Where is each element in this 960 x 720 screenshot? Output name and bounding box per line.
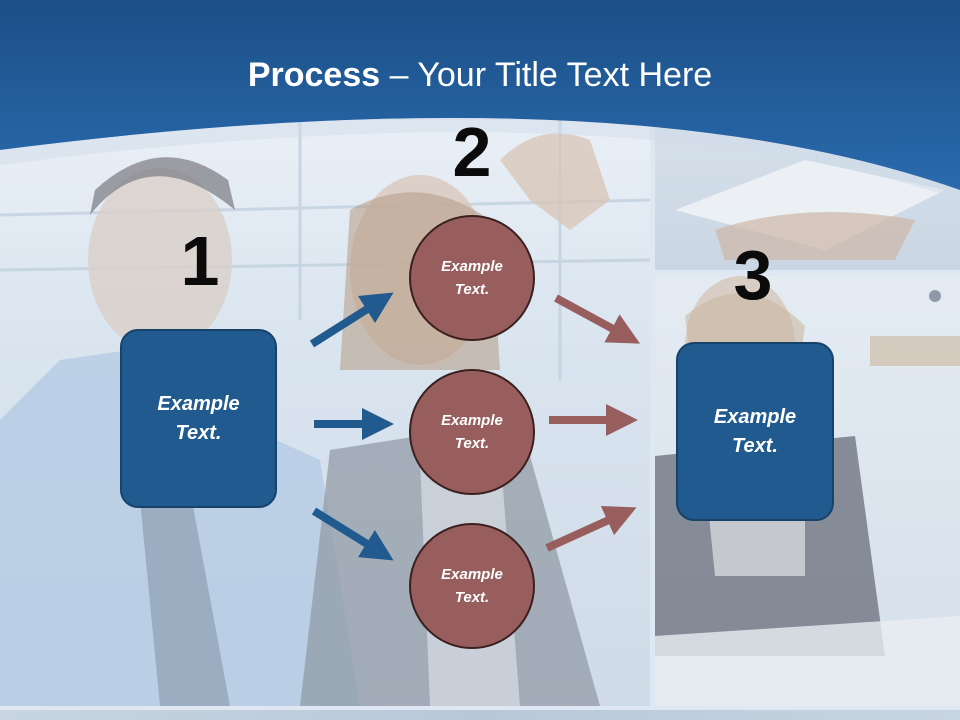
step2-circle-bottom-line1: Example <box>441 566 503 583</box>
step3-box[interactable]: Example Text. <box>676 342 834 521</box>
step2-circle-middle-text: Example Text. <box>441 409 503 455</box>
slide-title: Process – Your Title Text Here <box>0 54 960 96</box>
step-number-2: 2 <box>452 113 492 191</box>
step3-text-line2: Text. <box>732 434 778 457</box>
step2-circle-bottom-line2: Text. <box>454 589 490 606</box>
step-number-1: 1 <box>180 222 220 300</box>
step2-circle-middle[interactable]: Example Text. <box>409 369 535 495</box>
step1-text-line1: Example <box>157 392 240 415</box>
step2-circle-top-text: Example Text. <box>441 255 503 301</box>
step2-circle-middle-line2: Text. <box>454 435 490 452</box>
step1-text-line2: Text. <box>175 421 222 444</box>
step1-text: Example Text. <box>157 390 239 448</box>
step1-box[interactable]: Example Text. <box>120 329 277 508</box>
step2-circle-bottom-text: Example Text. <box>441 563 503 609</box>
step2-circle-top-line2: Text. <box>454 281 490 298</box>
step-number-3: 3 <box>733 236 773 314</box>
step3-text-line1: Example <box>713 405 797 428</box>
step2-circle-middle-line1: Example <box>441 412 503 429</box>
background-photo-strip <box>0 710 960 720</box>
header-band <box>0 0 960 200</box>
step2-circle-top[interactable]: Example Text. <box>409 215 535 341</box>
background-photo-business-people <box>0 120 650 706</box>
step2-circle-top-line1: Example <box>441 258 503 275</box>
title-bold: Process <box>247 56 381 94</box>
step3-text: Example Text. <box>714 403 796 461</box>
step2-circle-bottom[interactable]: Example Text. <box>409 523 535 649</box>
title-rest: – Your Title Text Here <box>380 56 713 94</box>
